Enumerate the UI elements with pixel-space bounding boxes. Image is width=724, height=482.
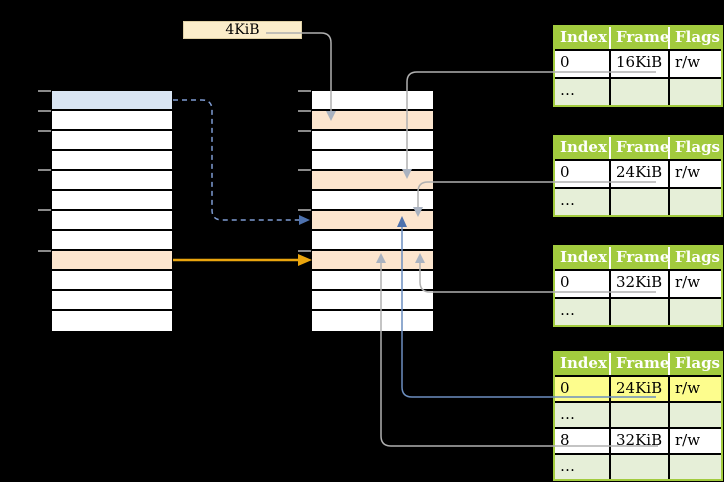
table-row-ellipsis: …: [555, 187, 721, 215]
header-flags: Flags: [668, 137, 721, 159]
table-header-row: Index Frame Flags: [555, 247, 721, 269]
cell-frame: 24KiB: [609, 159, 668, 187]
arrow-page8-to-frame8: [173, 254, 312, 266]
header-flags: Flags: [668, 353, 721, 375]
physical-frame-row-10: [312, 291, 433, 311]
virtual-page-row-1: [52, 111, 172, 131]
cell-index: 0: [555, 49, 609, 77]
cell-flags: r/w: [668, 427, 721, 453]
physical-memory-column: [312, 91, 433, 331]
cell-flags: [668, 187, 721, 215]
physical-frame-row-4: [312, 171, 433, 191]
table-row-ellipsis: …: [555, 77, 721, 105]
table-header-row: Index Frame Flags: [555, 353, 721, 375]
physical-frame-row-6: [312, 211, 433, 231]
cell-frame: 16KiB: [609, 49, 668, 77]
table-row-ellipsis: …: [555, 453, 721, 479]
physical-frame-row-7: [312, 231, 433, 251]
header-frame: Frame: [609, 137, 668, 159]
table-row: 0 32KiB r/w: [555, 269, 721, 297]
cell-index: …: [555, 401, 609, 427]
virtual-page-row-9: [52, 271, 172, 291]
virtual-page-row-8: [52, 251, 172, 271]
cell-flags: [668, 77, 721, 105]
header-frame: Frame: [609, 353, 668, 375]
cell-index: …: [555, 453, 609, 479]
table-row: 0 16KiB r/w: [555, 49, 721, 77]
cell-index: 8: [555, 427, 609, 453]
virtual-page-row-6: [52, 211, 172, 231]
cell-index: 0: [555, 159, 609, 187]
header-index: Index: [555, 27, 609, 49]
cell-frame: 32KiB: [609, 269, 668, 297]
physical-frame-row-11: [312, 311, 433, 331]
physical-frame-row-5: [312, 191, 433, 211]
table-header-row: Index Frame Flags: [555, 137, 721, 159]
cell-frame: [609, 401, 668, 427]
cell-index: 0: [555, 269, 609, 297]
cell-frame: [609, 453, 668, 479]
header-frame: Frame: [609, 27, 668, 49]
physical-frame-row-3: [312, 151, 433, 171]
virtual-page-row-10: [52, 291, 172, 311]
virtual-page-row-5: [52, 191, 172, 211]
cell-frame: [609, 77, 668, 105]
table-row-highlighted: 0 24KiB r/w: [555, 375, 721, 401]
page-table-2: Index Frame Flags 0 24KiB r/w …: [553, 135, 723, 217]
header-index: Index: [555, 137, 609, 159]
cell-flags: [668, 297, 721, 325]
page-table-3: Index Frame Flags 0 32KiB r/w …: [553, 245, 723, 327]
virtual-page-row-4: [52, 171, 172, 191]
cell-frame: 24KiB: [609, 375, 668, 401]
cell-index: …: [555, 187, 609, 215]
tick-marks-physical-column: [298, 90, 311, 252]
frame-size-label: 4KiB: [183, 21, 302, 39]
header-index: Index: [555, 353, 609, 375]
cell-flags: r/w: [668, 269, 721, 297]
physical-frame-row-8: [312, 251, 433, 271]
cell-flags: [668, 453, 721, 479]
cell-flags: r/w: [668, 49, 721, 77]
cell-frame: [609, 297, 668, 325]
header-flags: Flags: [668, 27, 721, 49]
page-table-4: Index Frame Flags 0 24KiB r/w … 8 32KiB …: [553, 351, 723, 481]
virtual-page-row-7: [52, 231, 172, 251]
header-frame: Frame: [609, 247, 668, 269]
cell-flags: [668, 401, 721, 427]
table-header-row: Index Frame Flags: [555, 27, 721, 49]
cell-flags: r/w: [668, 159, 721, 187]
virtual-memory-column: [52, 91, 172, 331]
table-row: 8 32KiB r/w: [555, 427, 721, 453]
arrow-dashed-page0-to-frame6: [173, 99, 310, 225]
physical-frame-row-1: [312, 111, 433, 131]
physical-frame-row-9: [312, 271, 433, 291]
table-row: 0 24KiB r/w: [555, 159, 721, 187]
cell-index: …: [555, 77, 609, 105]
header-flags: Flags: [668, 247, 721, 269]
cell-flags: r/w: [668, 375, 721, 401]
tick-marks-virtual-column: [38, 90, 51, 252]
physical-frame-row-0: [312, 91, 433, 111]
virtual-page-row-3: [52, 151, 172, 171]
virtual-page-row-2: [52, 131, 172, 151]
header-index: Index: [555, 247, 609, 269]
physical-frame-row-2: [312, 131, 433, 151]
cell-index: …: [555, 297, 609, 325]
virtual-page-row-11: [52, 311, 172, 331]
cell-frame: 32KiB: [609, 427, 668, 453]
virtual-page-row-0: [52, 91, 172, 111]
page-table-1: Index Frame Flags 0 16KiB r/w …: [553, 25, 723, 107]
table-row-ellipsis: …: [555, 401, 721, 427]
cell-index: 0: [555, 375, 609, 401]
cell-frame: [609, 187, 668, 215]
table-row-ellipsis: …: [555, 297, 721, 325]
frame-size-text: 4KiB: [225, 22, 260, 38]
